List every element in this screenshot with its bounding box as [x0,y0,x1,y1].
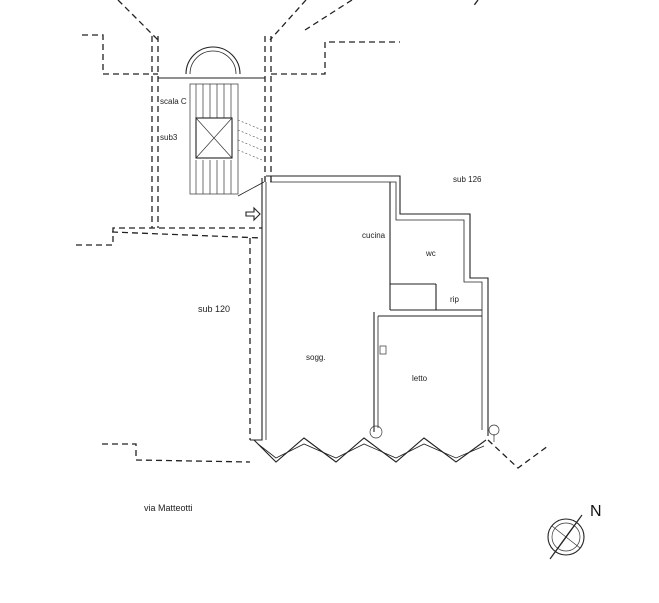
neighbour-boundary-left [76,34,263,246]
north-label: N [590,503,602,520]
label-rip: rip [450,295,459,304]
label-sub120: sub 120 [198,304,230,314]
label-letto: letto [412,374,428,383]
label-street: via Matteotti [144,503,193,513]
label-sogg: sogg. [306,353,326,362]
stairwell [189,83,265,197]
label-wc: wc [425,249,436,258]
label-sub126: sub 126 [453,175,482,184]
label-sub3: sub3 [160,133,178,142]
label-cucina: cucina [362,231,386,240]
neighbour-boundary-right [264,36,400,182]
apartment-walls [250,175,489,441]
compass-rose-icon [547,514,585,560]
entrance-arrow-icon [245,206,261,222]
stair-dome [158,46,265,79]
zigzag-facade [253,424,500,463]
neighbour-boundary-bottom [102,238,549,469]
label-scala: scala C [160,97,187,106]
top-boundaries [117,0,479,41]
